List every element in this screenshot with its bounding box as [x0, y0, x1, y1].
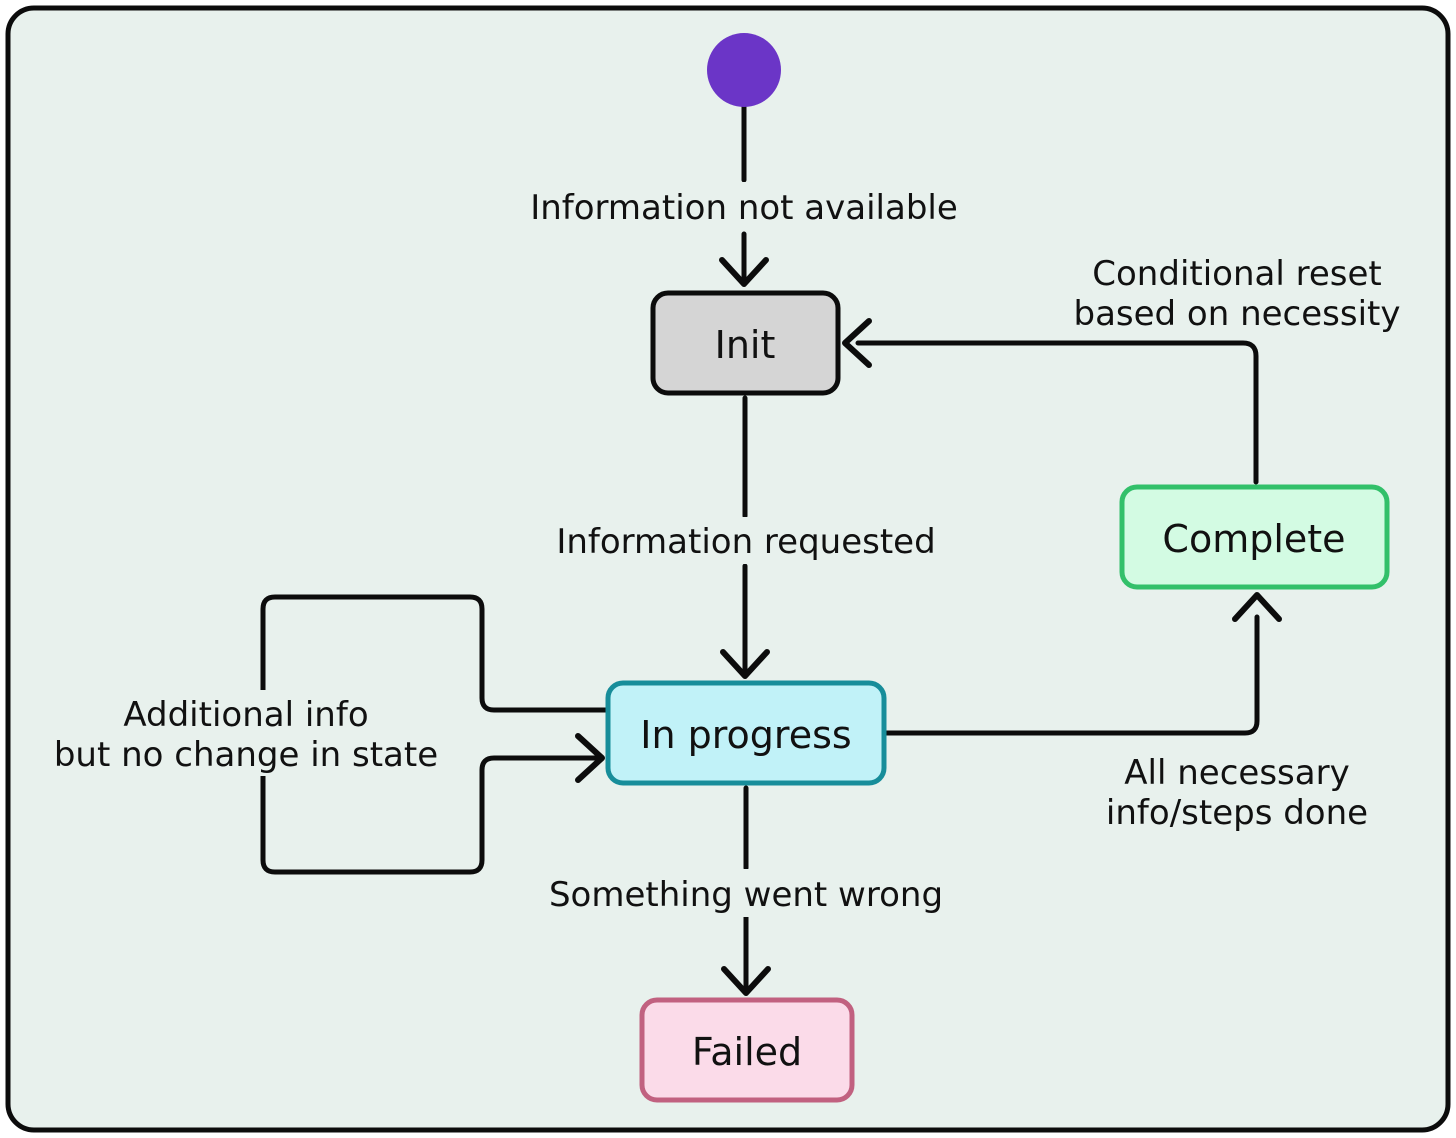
- arrow-down-icon: [721, 966, 771, 996]
- label-backdrop: [28, 690, 460, 776]
- edge-line: [855, 340, 1259, 485]
- state-box-failed: [639, 997, 855, 1103]
- edge-label-conditional-reset-line2: based on necessity: [1073, 294, 1400, 334]
- state-node-init: Init: [650, 290, 841, 396]
- arrow-left-icon: [842, 318, 872, 368]
- diagram-frame: [5, 5, 1451, 1133]
- state-box-complete: [1119, 484, 1390, 590]
- edge-label-information-requested: Information requested: [556, 522, 935, 562]
- arrow-right-icon: [575, 733, 605, 783]
- edge-label-additional-info-line2: but no change in state: [54, 735, 438, 775]
- state-box-in-progress: [605, 680, 887, 786]
- edge-label-additional-info-line1: Additional info: [123, 695, 368, 735]
- label-backdrop: [533, 517, 959, 564]
- arrow-down-icon: [720, 649, 770, 679]
- label-backdrop: [508, 182, 980, 230]
- state-node-failed: Failed: [639, 997, 855, 1103]
- arrow-down-icon: [719, 257, 769, 287]
- state-label-in-progress: In progress: [640, 713, 851, 757]
- initial-state-dot: [707, 33, 781, 107]
- edge-label-all-necessary-line1: All necessary: [1124, 753, 1349, 793]
- edge-init-to-inprogress: [720, 395, 770, 679]
- edge-label-information-not-available: Information not available: [530, 188, 958, 228]
- state-box-init: [650, 290, 841, 396]
- label-backdrop: [524, 869, 968, 917]
- arrow-up-icon: [1232, 592, 1282, 622]
- state-node-complete: Complete: [1119, 484, 1390, 590]
- edge-inprogress-to-complete: [881, 592, 1282, 736]
- edge-line: [881, 614, 1260, 736]
- state-node-in-progress: In progress: [605, 680, 887, 786]
- edge-complete-to-init: [842, 318, 1259, 485]
- edge-label-conditional-reset-line1: Conditional reset: [1092, 254, 1381, 294]
- state-label-init: Init: [715, 323, 776, 367]
- state-label-failed: Failed: [692, 1030, 802, 1074]
- edge-label-all-necessary-line2: info/steps done: [1106, 793, 1368, 833]
- state-label-complete: Complete: [1162, 517, 1345, 561]
- edge-start-to-init: [719, 104, 769, 287]
- edge-inprogress-to-failed: [721, 785, 771, 996]
- edge-label-something-went-wrong: Something went wrong: [549, 875, 943, 915]
